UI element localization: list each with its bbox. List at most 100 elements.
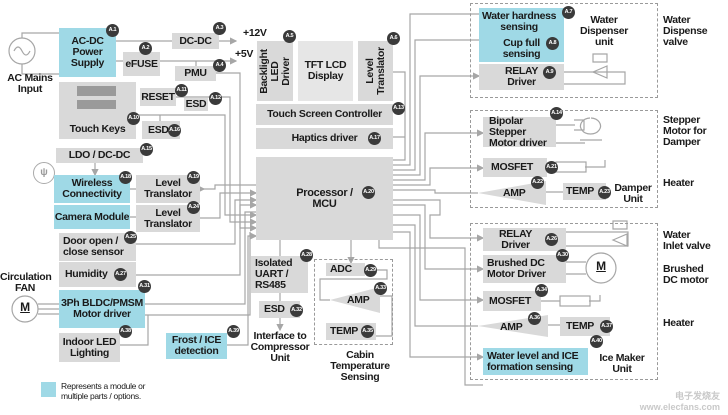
bipolar-stepper-driver: Bipolar Stepper Motor driver — [483, 115, 556, 148]
isolated-uart-rs485: Isolated UART / RS485 — [251, 256, 308, 293]
badge: A.7 — [562, 6, 575, 19]
pmu: PMU — [175, 66, 216, 81]
wire-pmu-mcu — [216, 72, 258, 232]
badge: A.1 — [106, 24, 119, 37]
wire-bldc — [145, 211, 256, 305]
mosfet-a34: MOSFET — [483, 291, 541, 311]
badge: A.31 — [138, 280, 151, 293]
wire-frost — [227, 232, 258, 346]
v12-label: +12V — [243, 27, 267, 39]
badge: A.12 — [209, 92, 222, 105]
wire-fan — [38, 303, 59, 315]
antenna-icon: ψ — [33, 162, 55, 184]
bldc-motor-driver: 3Ph BLDC/PMSM Motor driver — [59, 290, 145, 328]
badge: A.34 — [535, 284, 548, 297]
badge: A.33 — [374, 282, 387, 295]
badge: A.27 — [114, 268, 127, 281]
brushed-dc-motor-driver: Brushed DC Motor Driver — [483, 255, 566, 283]
legend-swatch — [41, 382, 56, 397]
wire-mosfet21 — [393, 164, 485, 186]
ac-mains-label: AC Mains Input — [7, 72, 53, 95]
relay-driver-a26: RELAY Driver — [483, 228, 566, 251]
badge: A.24 — [187, 201, 200, 214]
ice-maker-group — [470, 223, 658, 380]
cabin-temperature-label: Cabin Temperature Sensing — [330, 349, 390, 383]
heater2-icon — [559, 295, 591, 307]
processor-mcu: Processor / MCU — [256, 157, 393, 240]
badge: A.3 — [213, 22, 226, 35]
adc: ADC — [326, 263, 365, 276]
badge: A.30 — [556, 249, 569, 262]
badge: A.25 — [124, 231, 137, 244]
brushed-dc-motor-label: Brushed DC motor — [663, 263, 709, 286]
badge: A.11 — [175, 84, 188, 97]
wire-door — [136, 196, 258, 245]
mosfet-a21: MOSFET — [483, 158, 547, 177]
badge: A.4 — [213, 59, 226, 72]
esd-a12: ESD — [184, 98, 208, 111]
stepper-motor-icon — [574, 117, 602, 141]
ldo-dc-dc: LDO / DC-DC — [56, 148, 143, 163]
badge: A.14 — [550, 107, 563, 120]
badge: A.21 — [545, 161, 558, 174]
water-dispenser-unit-label: Water Dispenser unit — [579, 14, 629, 48]
ac-wire — [21, 32, 59, 75]
touch-screen-controller: Touch Screen Controller — [256, 104, 393, 125]
wire-amp22 — [393, 189, 478, 194]
fan-motor-circle — [11, 295, 39, 323]
esd-a32: ESD — [259, 301, 300, 318]
dc-motor-label: M — [596, 259, 606, 273]
dc-dc: DC-DC — [172, 33, 219, 49]
water-dispenser-group — [470, 3, 658, 98]
dc-motor-circle — [585, 252, 617, 284]
wireless-connectivity: Wireless Connectivity — [54, 175, 130, 203]
badge: A.20 — [362, 186, 375, 199]
sine-wave-icon — [13, 46, 31, 56]
badge: A.23 — [598, 186, 611, 199]
amp-a33: AMP — [347, 294, 370, 306]
efuse: eFUSE — [123, 52, 160, 76]
v5-label: +5V — [235, 48, 254, 60]
water-inlet-valve-label: Water Inlet valve — [663, 229, 711, 252]
wire-humidity — [136, 201, 258, 276]
badge: A.35 — [361, 325, 374, 338]
level-translator-a19: Level Translator — [136, 175, 200, 203]
wire-led — [120, 315, 149, 346]
badge: A.18 — [119, 171, 132, 184]
badge: A.28 — [300, 249, 313, 262]
stepper-motor-damper-label: Stepper Motor for Damper — [663, 114, 707, 148]
wire-relay26 — [393, 199, 485, 242]
wire-amp36 — [393, 224, 478, 327]
circulation-fan-label: Circulation FAN — [0, 271, 52, 294]
wire-cup — [393, 39, 479, 171]
heater-label-2: Heater — [663, 317, 694, 329]
camera-module: Camera Module — [54, 205, 130, 229]
water-hardness-sensing: Water hardness sensing — [479, 8, 564, 36]
badge: A.2 — [139, 42, 152, 55]
valve-icon-1 — [591, 53, 608, 79]
wire-hardness — [393, 13, 479, 166]
wire-mosfet34 — [393, 214, 485, 304]
door-sensor: Door open / close sensor — [59, 233, 136, 261]
interface-compressor-label: Interface to Compressor Unit — [250, 330, 310, 364]
water-level-ice-sensing: Water level and ICE formation sensing — [483, 348, 588, 375]
damper-unit-label: Damper Unit — [614, 182, 652, 205]
tft-lcd-display: TFT LCD Display — [298, 41, 353, 101]
watermark: 电子发烧友 www.elecfans.com — [639, 391, 720, 412]
badge: A.17 — [368, 132, 381, 145]
fan-motor-label: M — [20, 300, 30, 314]
wire-reset — [176, 96, 258, 226]
amp-a22: AMP — [503, 187, 526, 199]
cabin-temperature-group — [314, 259, 393, 345]
amp-a36: AMP — [500, 321, 523, 333]
badge: A.6 — [387, 32, 400, 45]
wire-lt-mcu — [393, 71, 406, 161]
badge: A.22 — [531, 176, 544, 189]
ac-dc-power-supply: AC-DC Power Supply — [59, 28, 116, 77]
damper-group — [470, 110, 658, 208]
badge: A.40 — [590, 335, 603, 348]
badge: A.32 — [290, 304, 303, 317]
reset: RESET — [140, 88, 176, 106]
frost-ice-detection: Frost / ICE detection — [166, 333, 227, 359]
